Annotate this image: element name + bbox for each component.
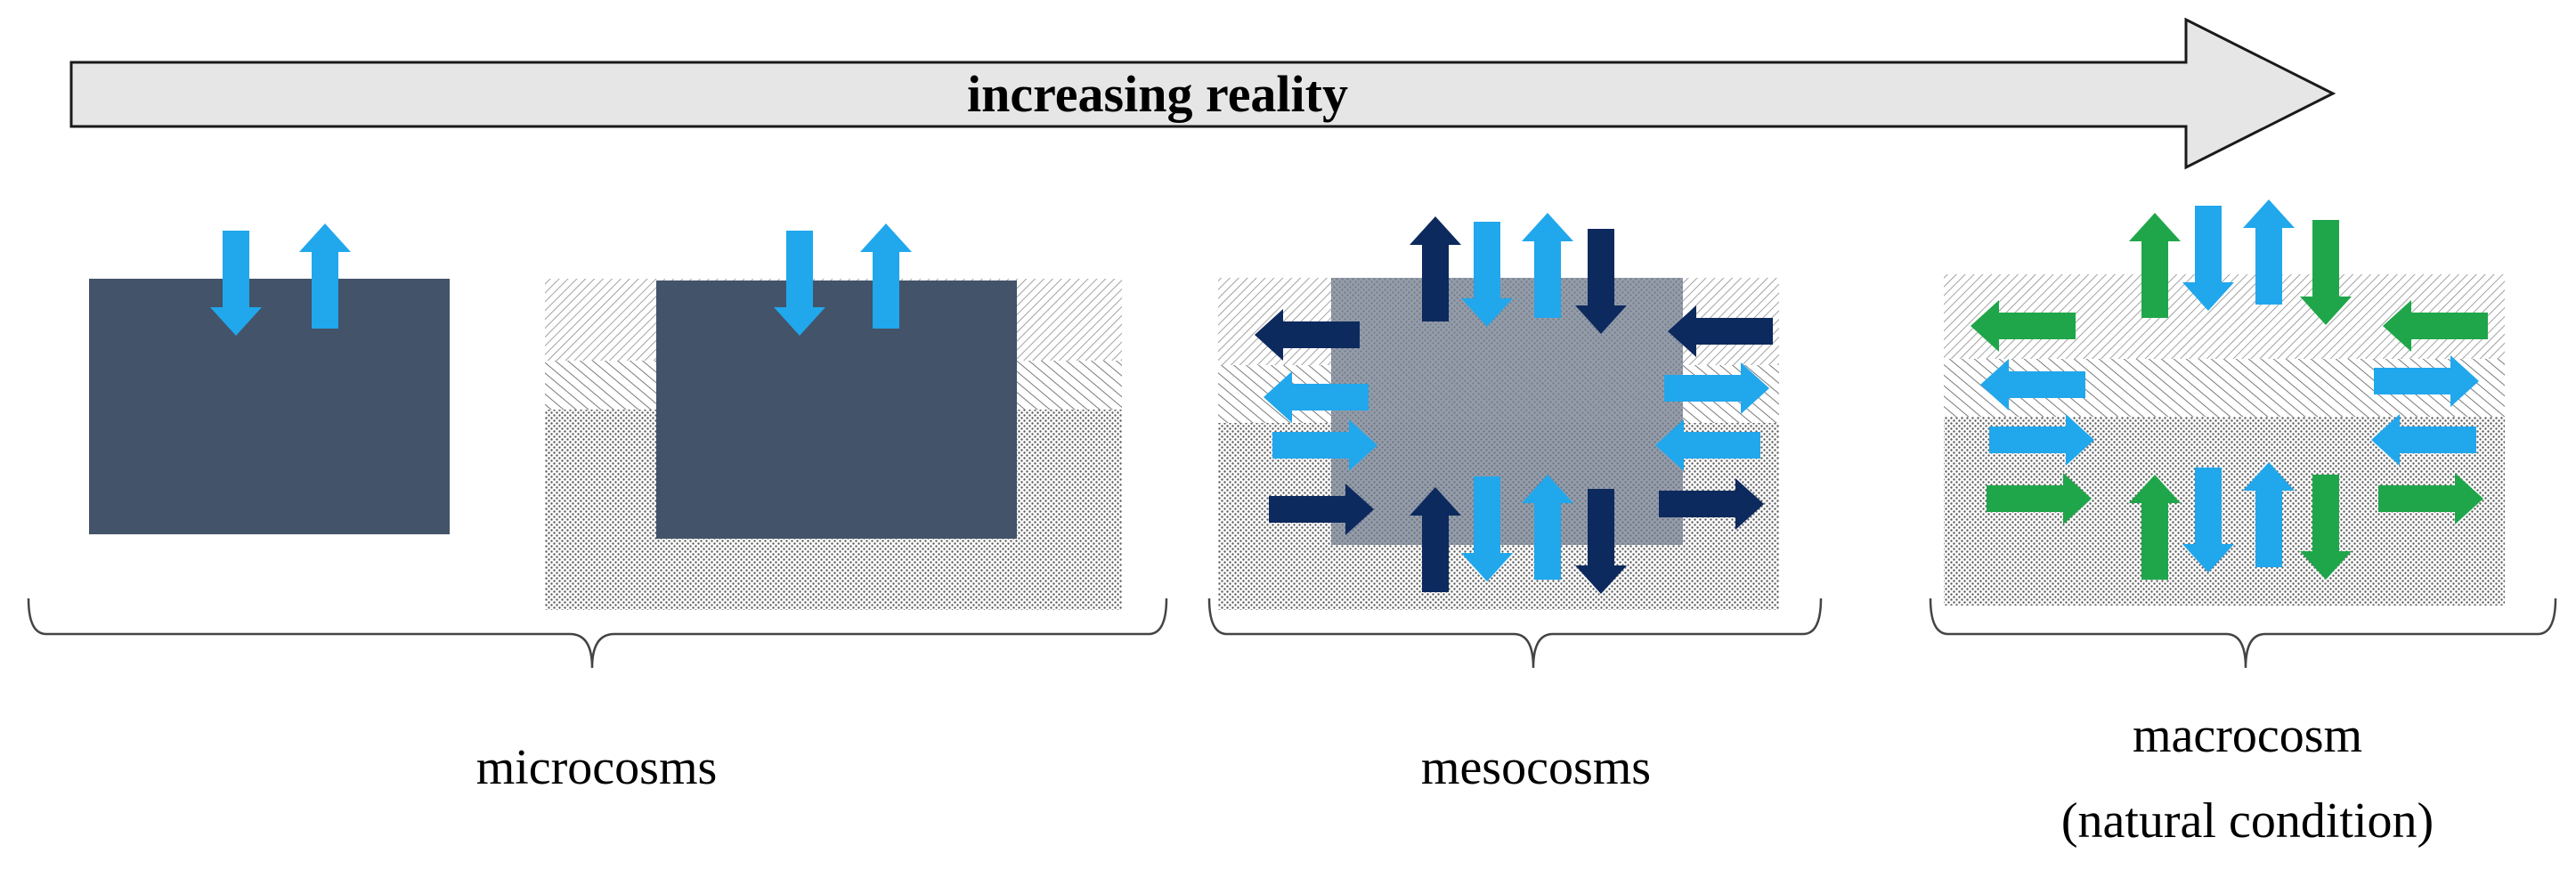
lateral-arrow (1269, 484, 1374, 535)
flux-arrows (210, 199, 2488, 594)
lateral-arrow (1989, 414, 2094, 466)
lateral-arrow (1668, 305, 1773, 357)
banner-text: increasing reality (967, 65, 1348, 123)
lateral-arrow (1264, 371, 1369, 423)
microcosm-2-panel (545, 279, 1122, 610)
outflow-arrow (2129, 475, 2181, 580)
inflow-arrow (1461, 222, 1513, 327)
inflow-arrow (2300, 220, 2352, 325)
inflow-arrow (2182, 206, 2234, 311)
lateral-arrow (2378, 473, 2483, 524)
inflow-arrow (774, 231, 825, 336)
increasing-reality-arrow: increasing reality (69, 17, 2336, 170)
inflow-arrow (2182, 468, 2234, 573)
macrocosm-sublabel: (natural condition) (2061, 793, 2434, 849)
outflow-arrow (1410, 487, 1461, 592)
lateral-arrow (2371, 414, 2476, 466)
lateral-arrow (1659, 478, 1764, 530)
mesocosms-label: mesocosms (1421, 740, 1651, 795)
microcosm-2-block (656, 281, 1017, 539)
lateral-arrow (1272, 419, 1377, 471)
lateral-arrow (1971, 300, 2076, 352)
inflow-arrow (1575, 229, 1627, 334)
microcosm-1-block (89, 279, 450, 534)
macrocosm-bracket (1929, 598, 2557, 669)
microcosm-1-panel (89, 279, 450, 534)
lateral-arrow (1987, 473, 2092, 524)
brackets (27, 598, 2557, 669)
lateral-arrow (1255, 309, 1360, 361)
outflow-arrow (1410, 216, 1461, 321)
lateral-arrow (1655, 419, 1760, 471)
lateral-arrow (2374, 355, 2479, 407)
microcosms-label: microcosms (476, 740, 718, 795)
outflow-arrow (2243, 462, 2295, 567)
mesocosm-block (1331, 278, 1683, 545)
inflow-arrow (2300, 475, 2352, 580)
outflow-arrow (2243, 199, 2295, 305)
outflow-arrow (1522, 213, 1573, 318)
macrocosm-label: macrocosm (2133, 708, 2362, 763)
microcosms-bracket (27, 598, 1168, 669)
outflow-arrow (860, 224, 912, 329)
inflow-arrow (210, 231, 262, 336)
inflow-arrow (1575, 489, 1627, 594)
outflow-arrow (1522, 475, 1573, 580)
inflow-arrow (1461, 476, 1513, 581)
lateral-arrow (1664, 362, 1769, 414)
lateral-arrow (2383, 300, 2488, 352)
lateral-arrow (1980, 359, 2085, 411)
outflow-arrow (2129, 213, 2181, 318)
outflow-arrow (299, 224, 351, 329)
mesocosms-bracket (1207, 598, 1823, 669)
